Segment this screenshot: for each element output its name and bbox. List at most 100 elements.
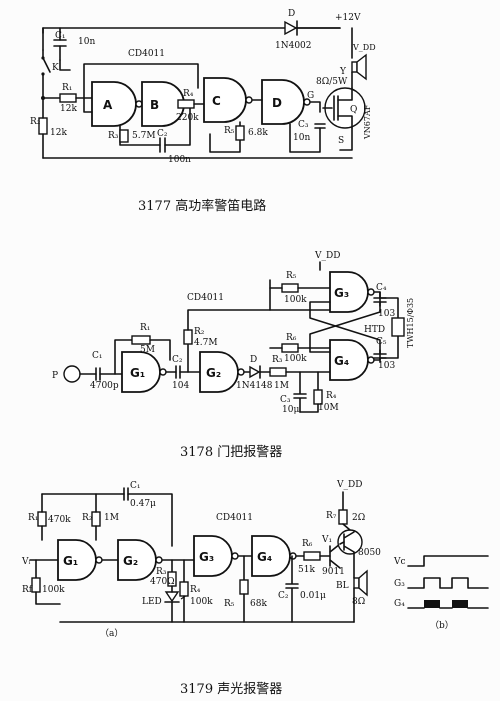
- r3-label-3177: R₃: [108, 131, 119, 141]
- r1-label-3177: R₁: [62, 83, 72, 93]
- d-label-3177: D: [288, 9, 295, 19]
- vdd-label-3177: V_DD: [352, 43, 376, 52]
- gate-b-label: B: [150, 98, 159, 112]
- figure-3178: V_DD CD4011 P C₁ 4700p R₁ 5M G₁ C₂ 104: [52, 251, 415, 460]
- d-value-3177: 1N4002: [275, 41, 312, 51]
- r4-label-3178: R₄: [326, 391, 337, 401]
- nand-gate-g4-3178: G₄: [329, 339, 375, 381]
- y-label-3177: Y: [339, 67, 347, 77]
- r4-value-3178: 10M: [318, 403, 339, 413]
- fet-label-3177: VN67AF: [363, 104, 372, 140]
- figure-3179: C₁ 0.47μ R₁ 470k R₂ 1M Vᵢ Rf 100k G₁ G₂: [21, 480, 489, 697]
- vdd-label-3179: V_DD: [336, 480, 362, 490]
- g3-label-3178: G₃: [334, 286, 349, 300]
- caption-3178: 3178 门把报警器: [180, 444, 282, 460]
- r1-value-3179: 470k: [48, 515, 71, 525]
- g2-label-3179: G₂: [123, 554, 138, 568]
- r5-label-3177: R₅: [224, 126, 235, 136]
- vdd-label-3178: V_DD: [314, 251, 340, 261]
- gate-d-label: D: [272, 96, 282, 110]
- r3-label-3178: R₃: [272, 355, 283, 365]
- c5-value-3178: 103: [378, 361, 395, 371]
- r1-label-3179: R₁: [28, 513, 38, 523]
- c3-value-3178: 10μ: [282, 405, 299, 415]
- nand-gate-a: A: [91, 81, 143, 127]
- gate-c-label: C: [212, 94, 221, 108]
- r4-label-3177: R₄: [183, 89, 194, 99]
- bl-value-3179: 8Ω: [352, 597, 365, 607]
- diode-d-3177: [284, 20, 298, 36]
- c2-value-3178: 104: [172, 381, 189, 391]
- c1-value-3178: 4700p: [90, 381, 119, 391]
- r2-value-3177: 12k: [50, 128, 67, 138]
- spk-label-3177: 8Ω/5W: [316, 77, 348, 87]
- ic-label-3178: CD4011: [187, 293, 224, 303]
- c4-label-3178: C₄: [376, 283, 387, 293]
- g-label-3177: G: [307, 91, 314, 101]
- mosfet-q-3177: Q: [322, 87, 366, 129]
- nand-gate-g1-3178: G₁: [121, 351, 167, 393]
- r3-value-3179: 470Ω: [150, 577, 175, 587]
- c2-label-3179: C₂: [278, 591, 289, 601]
- c1-value-3179: 0.47μ: [130, 499, 156, 509]
- touch-plate-p: [63, 365, 81, 383]
- r6-label-3179: R₆: [302, 539, 313, 549]
- r5-value-3179: 68k: [250, 599, 267, 609]
- p-label-3178: P: [52, 371, 58, 381]
- vplus-label-3177: +12V: [335, 13, 361, 23]
- wave-g4-label: G₄: [394, 599, 405, 609]
- wave-vc-label: Vc: [393, 557, 406, 567]
- nand-gate-g2-3178: G₂: [199, 351, 245, 393]
- rf-value-3179: 100k: [42, 585, 65, 595]
- c2-value-3179: 0.01μ: [300, 591, 326, 601]
- c3-value-3177: 10n: [293, 133, 310, 143]
- g1-label-3179: G₁: [63, 554, 78, 568]
- switch-k-3177: [41, 49, 51, 99]
- led-label-3179: LED: [142, 597, 162, 607]
- ic-label-3179: CD4011: [216, 513, 253, 523]
- transistor-v1-3179: [329, 543, 341, 569]
- gate-a-label: A: [103, 98, 113, 112]
- g3-label-3179: G₃: [199, 550, 214, 564]
- vi-label-3179: Vᵢ: [21, 557, 30, 567]
- v2-value-3179: 8050: [358, 548, 381, 558]
- g4-label-3179: G₄: [257, 550, 272, 564]
- s-label-3177: S: [338, 136, 344, 146]
- caption-3177: 3177 高功率警笛电路: [138, 198, 266, 214]
- c2-label-3177: C₂: [157, 129, 168, 139]
- d-label-3178: D: [250, 355, 257, 365]
- part-a-label: （a）: [100, 628, 123, 639]
- r1-label-3178: R₁: [140, 323, 150, 333]
- c4-value-3178: 103: [378, 309, 395, 319]
- c3-label-3177: C₃: [298, 120, 309, 130]
- nand-gate-g4-3179: G₄: [251, 535, 297, 577]
- nand-gate-g2-3179: G₂: [117, 539, 163, 581]
- c2-label-3178: C₂: [172, 355, 183, 365]
- twh-label-3178: TWH15/Φ35: [406, 298, 415, 348]
- r5-value-3178: 100k: [284, 295, 307, 305]
- k-label-3177: K: [52, 63, 59, 73]
- wave-g3-label: G₃: [394, 579, 405, 589]
- r4-label-3179: R₄: [190, 585, 201, 595]
- r6-label-3178: R₆: [286, 333, 297, 343]
- r1-value-3177: 12k: [60, 104, 77, 114]
- c1-label-3178: C₁: [92, 351, 103, 361]
- r6-value-3179: 51k: [298, 565, 315, 575]
- c1-value-3177: 10n: [78, 37, 95, 47]
- r5-label-3179: R₅: [224, 599, 235, 609]
- r5-label-3178: R₅: [286, 271, 297, 281]
- waveform-panel-b: Vc G₃ G₄: [393, 555, 489, 609]
- d-value-3178: 1N4148: [236, 381, 273, 391]
- nand-gate-d: D: [261, 79, 311, 125]
- r7-label-3179: R₇: [326, 511, 337, 521]
- r1-value-3178: 5M: [140, 345, 155, 355]
- g2-label-3178: G₂: [206, 366, 221, 380]
- nand-gate-g1-3179: G₁: [57, 539, 103, 581]
- r6-value-3178: 100k: [284, 354, 307, 364]
- r5-value-3177: 6.8k: [248, 128, 268, 138]
- c1-label-3179: C₁: [130, 481, 141, 491]
- c2-value-3177: 100n: [168, 155, 191, 165]
- r3-value-3177: 5.7M: [132, 131, 156, 141]
